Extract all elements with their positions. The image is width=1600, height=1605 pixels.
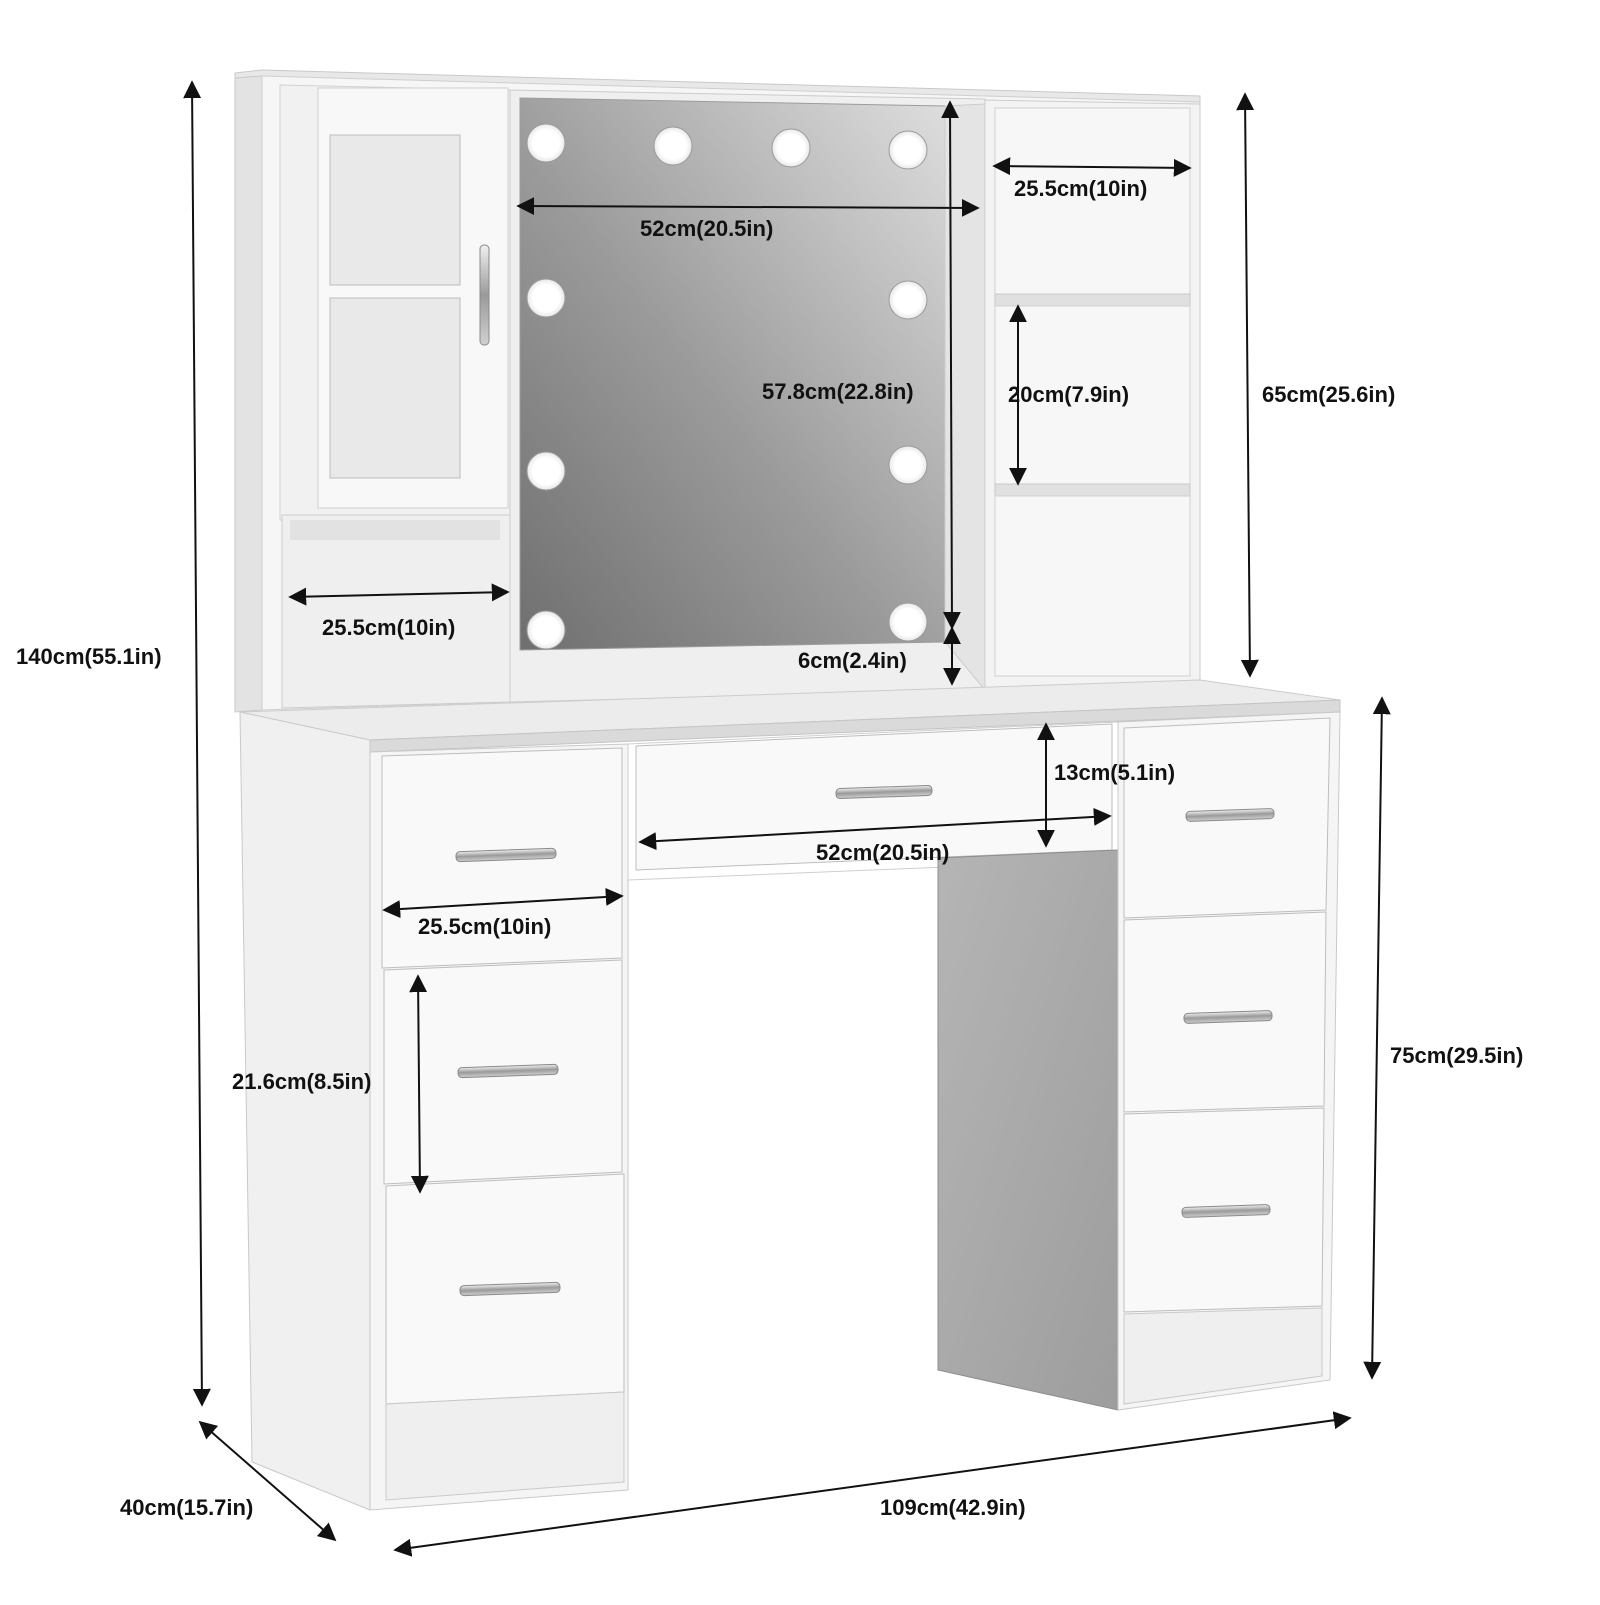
right-shelf-bottom-compartment <box>994 495 1191 677</box>
label-mirror-width: 52cm(20.5in) <box>640 216 774 241</box>
label-total-height: 140cm(55.1in) <box>16 644 162 669</box>
arrow-center-drawer-width <box>638 807 1112 851</box>
arrow-desk-height <box>1363 696 1391 1380</box>
drawer-handle-icon[interactable] <box>1183 1010 1273 1024</box>
drawer-handle-icon[interactable] <box>1185 808 1275 822</box>
right-shelf-board-2 <box>994 483 1191 497</box>
label-left-drawer-width: 25.5cm(10in) <box>418 914 552 939</box>
drawer-handle-icon[interactable] <box>835 784 933 800</box>
light-bulb-icon <box>526 610 566 650</box>
label-mirror-base: 6cm(2.4in) <box>798 648 907 673</box>
arrow-shelf-right-width <box>992 157 1192 177</box>
light-bulb-icon <box>888 602 928 642</box>
label-shelf-left-width: 25.5cm(10in) <box>322 615 456 640</box>
desk <box>239 679 1341 1511</box>
dimension-arrows <box>183 80 1391 1557</box>
label-shelf-right-width: 25.5cm(10in) <box>1014 176 1148 201</box>
arrow-mirror-width <box>516 197 980 217</box>
arrow-total-height <box>183 80 211 1407</box>
desk-left-side <box>239 711 371 1511</box>
glass-door-pane-top <box>329 134 461 286</box>
right-pedestal-plinth <box>1123 1307 1323 1405</box>
knee-space-back-panel <box>937 849 1119 1411</box>
arrow-mirror-height <box>941 100 961 630</box>
label-desk-height: 75cm(29.5in) <box>1390 1043 1524 1068</box>
drawer-handle-icon[interactable] <box>459 1281 561 1297</box>
light-bulb-icon <box>888 445 928 485</box>
left-pedestal-plinth <box>385 1391 625 1501</box>
label-center-drawer-height: 13cm(5.1in) <box>1054 760 1176 785</box>
light-bulb-icon <box>526 278 566 318</box>
left-open-shelf <box>281 514 511 709</box>
hutch <box>234 69 1201 713</box>
drawer-handle-icon[interactable] <box>455 847 557 863</box>
drawer-handle-icon[interactable] <box>1181 1204 1271 1218</box>
drawer-handles <box>455 784 1275 1297</box>
label-mirror-height: 57.8cm(22.8in) <box>762 379 914 404</box>
mirror <box>519 97 946 651</box>
label-total-width: 109cm(42.9in) <box>880 1495 1026 1520</box>
light-bulb-icon <box>888 130 928 170</box>
arrow-shelf-left-width <box>288 583 510 606</box>
light-bulb-icon <box>526 451 566 491</box>
arrow-left-drawer-width <box>382 887 624 919</box>
label-shelf-right-height: 20cm(7.9in) <box>1008 382 1130 407</box>
label-depth: 40cm(15.7in) <box>120 1495 254 1520</box>
arrow-depth <box>198 1420 337 1542</box>
hutch-left-side <box>234 75 263 713</box>
mirror-bulbs <box>526 123 928 650</box>
label-hutch-height: 65cm(25.6in) <box>1262 382 1396 407</box>
door-handle-icon[interactable] <box>479 244 490 346</box>
right-shelf-middle-compartment <box>994 305 1191 485</box>
label-center-drawer-width: 52cm(20.5in) <box>816 840 950 865</box>
right-shelf-top-compartment <box>994 107 1191 295</box>
glass-door-pane-bottom <box>329 297 461 479</box>
drawer-handle-icon[interactable] <box>457 1063 559 1079</box>
light-bulb-icon <box>888 280 928 320</box>
light-bulb-icon <box>653 126 693 166</box>
label-left-drawer-height: 21.6cm(8.5in) <box>232 1069 372 1094</box>
right-shelf-board-1 <box>994 293 1191 307</box>
light-bulb-icon <box>526 123 566 163</box>
light-bulb-icon <box>771 128 811 168</box>
left-shelf-inner-shade <box>290 520 500 540</box>
arrow-left-drawer-height <box>409 974 429 1194</box>
arrow-total-width <box>393 1411 1352 1557</box>
arrow-hutch-height <box>1236 92 1259 678</box>
